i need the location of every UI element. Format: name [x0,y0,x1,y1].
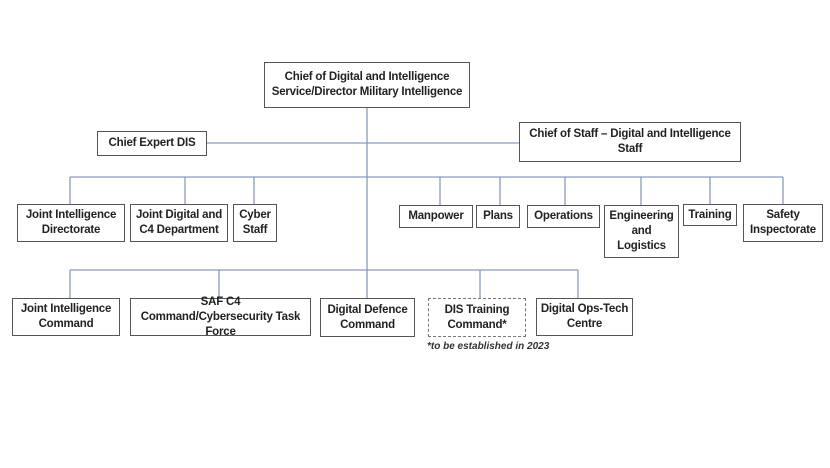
command-box: Digital Defence Command [320,298,415,337]
footnote: *to be established in 2023 [427,341,550,352]
staff-unit-box: Joint Digital and C4 Department [130,204,228,242]
chief-dis-box: Chief of Digital and Intelligence Servic… [264,62,470,108]
command-box: SAF C4 Command/Cybersecurity Task Force [130,296,311,338]
chief-of-staff-box: Chief of Staff – Digital and Intelligenc… [519,122,741,162]
staff-unit-box: Engineering and Logistics [604,205,679,258]
command-box: Digital Ops-Tech Centre [536,298,633,336]
staff-unit-box: Training [683,204,737,226]
staff-unit-box: Joint Intelligence Directorate [17,204,125,242]
command-box-planned: DIS Training Command* [428,298,526,337]
staff-unit-box: Cyber Staff [233,204,277,242]
chief-expert-box: Chief Expert DIS [97,131,207,156]
command-box: Joint Intelligence Command [12,298,120,336]
staff-unit-box: Safety Inspectorate [743,204,823,242]
staff-unit-box: Plans [476,205,520,228]
staff-unit-box: Operations [527,205,600,228]
staff-unit-box: Manpower [399,205,473,228]
